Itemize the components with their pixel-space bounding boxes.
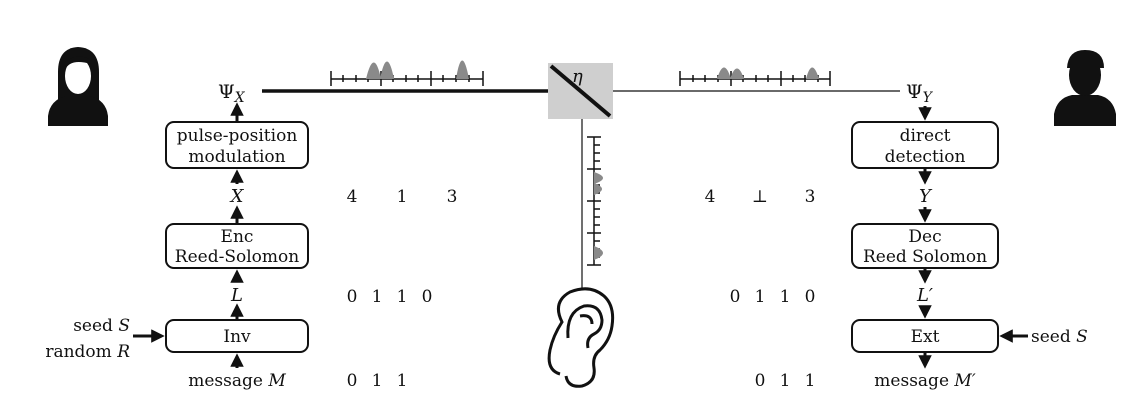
dec-label-2: Reed Solomon bbox=[863, 247, 987, 267]
alice-message-label: message M bbox=[188, 371, 286, 391]
bob-message-label: message M′ bbox=[874, 371, 976, 391]
enc-label-1: Enc bbox=[221, 227, 254, 247]
bob-l-2: 1 bbox=[780, 287, 791, 307]
alice-l-label: L bbox=[230, 285, 243, 306]
bob-seed-label: seed S bbox=[1031, 327, 1088, 347]
bob-l-1: 1 bbox=[755, 287, 766, 307]
bob-pulses bbox=[717, 67, 819, 79]
det-label-1: direct bbox=[900, 126, 951, 146]
bob-y-label: Y bbox=[919, 186, 933, 207]
alice-x-label: X bbox=[229, 186, 245, 207]
ext-box bbox=[851, 319, 999, 353]
alice-x-0: 4 bbox=[347, 187, 358, 207]
ear-icon bbox=[547, 287, 615, 388]
bob-m-2: 1 bbox=[805, 371, 816, 391]
det-box bbox=[851, 121, 999, 169]
ppm-label-2: modulation bbox=[188, 147, 285, 167]
bob-y-1: ⊥ bbox=[752, 187, 768, 207]
enc-box bbox=[165, 223, 309, 269]
bob-m-0: 0 bbox=[755, 371, 766, 391]
alice-x-sequence: 4 1 3 bbox=[347, 187, 458, 207]
bob-pulse-timeline bbox=[679, 71, 831, 86]
bob-psi-label: ΨY bbox=[906, 81, 934, 106]
alice-m-0: 0 bbox=[347, 371, 358, 391]
alice-l-2: 1 bbox=[397, 287, 408, 307]
alice-psi-label: ΨX bbox=[218, 81, 246, 106]
alice-l-3: 0 bbox=[422, 287, 433, 307]
alice-pulses bbox=[366, 60, 469, 79]
inv-label: Inv bbox=[223, 327, 251, 347]
bob-l-label: L′ bbox=[916, 285, 933, 306]
alice-random-label: random R bbox=[45, 342, 130, 362]
bob-y-0: 4 bbox=[705, 187, 716, 207]
det-label-2: detection bbox=[885, 147, 966, 167]
alice-l-sequence: 0 1 1 0 bbox=[347, 287, 433, 307]
alice-x-1: 1 bbox=[397, 187, 408, 207]
bob-y-sequence: 4 ⊥ 3 bbox=[705, 187, 816, 207]
alice-m-1: 1 bbox=[372, 371, 383, 391]
alice-l-0: 0 bbox=[347, 287, 358, 307]
woman-avatar-icon bbox=[48, 47, 108, 126]
bob-m-sequence: 0 1 1 bbox=[755, 371, 816, 391]
alice-m-sequence: 0 1 1 bbox=[347, 371, 408, 391]
alice-seed-label: seed S bbox=[73, 316, 130, 336]
bob-l-0: 0 bbox=[730, 287, 741, 307]
ppm-box bbox=[165, 121, 309, 169]
ppm-label-1: pulse-position bbox=[177, 126, 298, 146]
dec-box bbox=[851, 223, 999, 269]
eve-pulses bbox=[594, 172, 603, 260]
eve-pulse-timeline bbox=[587, 136, 601, 266]
man-avatar-icon bbox=[1054, 50, 1116, 126]
bob-l-3: 0 bbox=[805, 287, 816, 307]
bob-m-1: 1 bbox=[780, 371, 791, 391]
bob-y-2: 3 bbox=[805, 187, 816, 207]
alice-l-1: 1 bbox=[372, 287, 383, 307]
alice-x-2: 3 bbox=[447, 187, 458, 207]
beamsplitter-mirror bbox=[549, 64, 612, 118]
dec-label-1: Dec bbox=[908, 227, 941, 247]
enc-label-2: Reed-Solomon bbox=[175, 247, 299, 267]
ext-label: Ext bbox=[911, 327, 940, 347]
bob-l-sequence: 0 1 1 0 bbox=[730, 287, 816, 307]
alice-m-2: 1 bbox=[397, 371, 408, 391]
eta-label: η bbox=[572, 66, 583, 87]
inv-box bbox=[165, 319, 309, 353]
